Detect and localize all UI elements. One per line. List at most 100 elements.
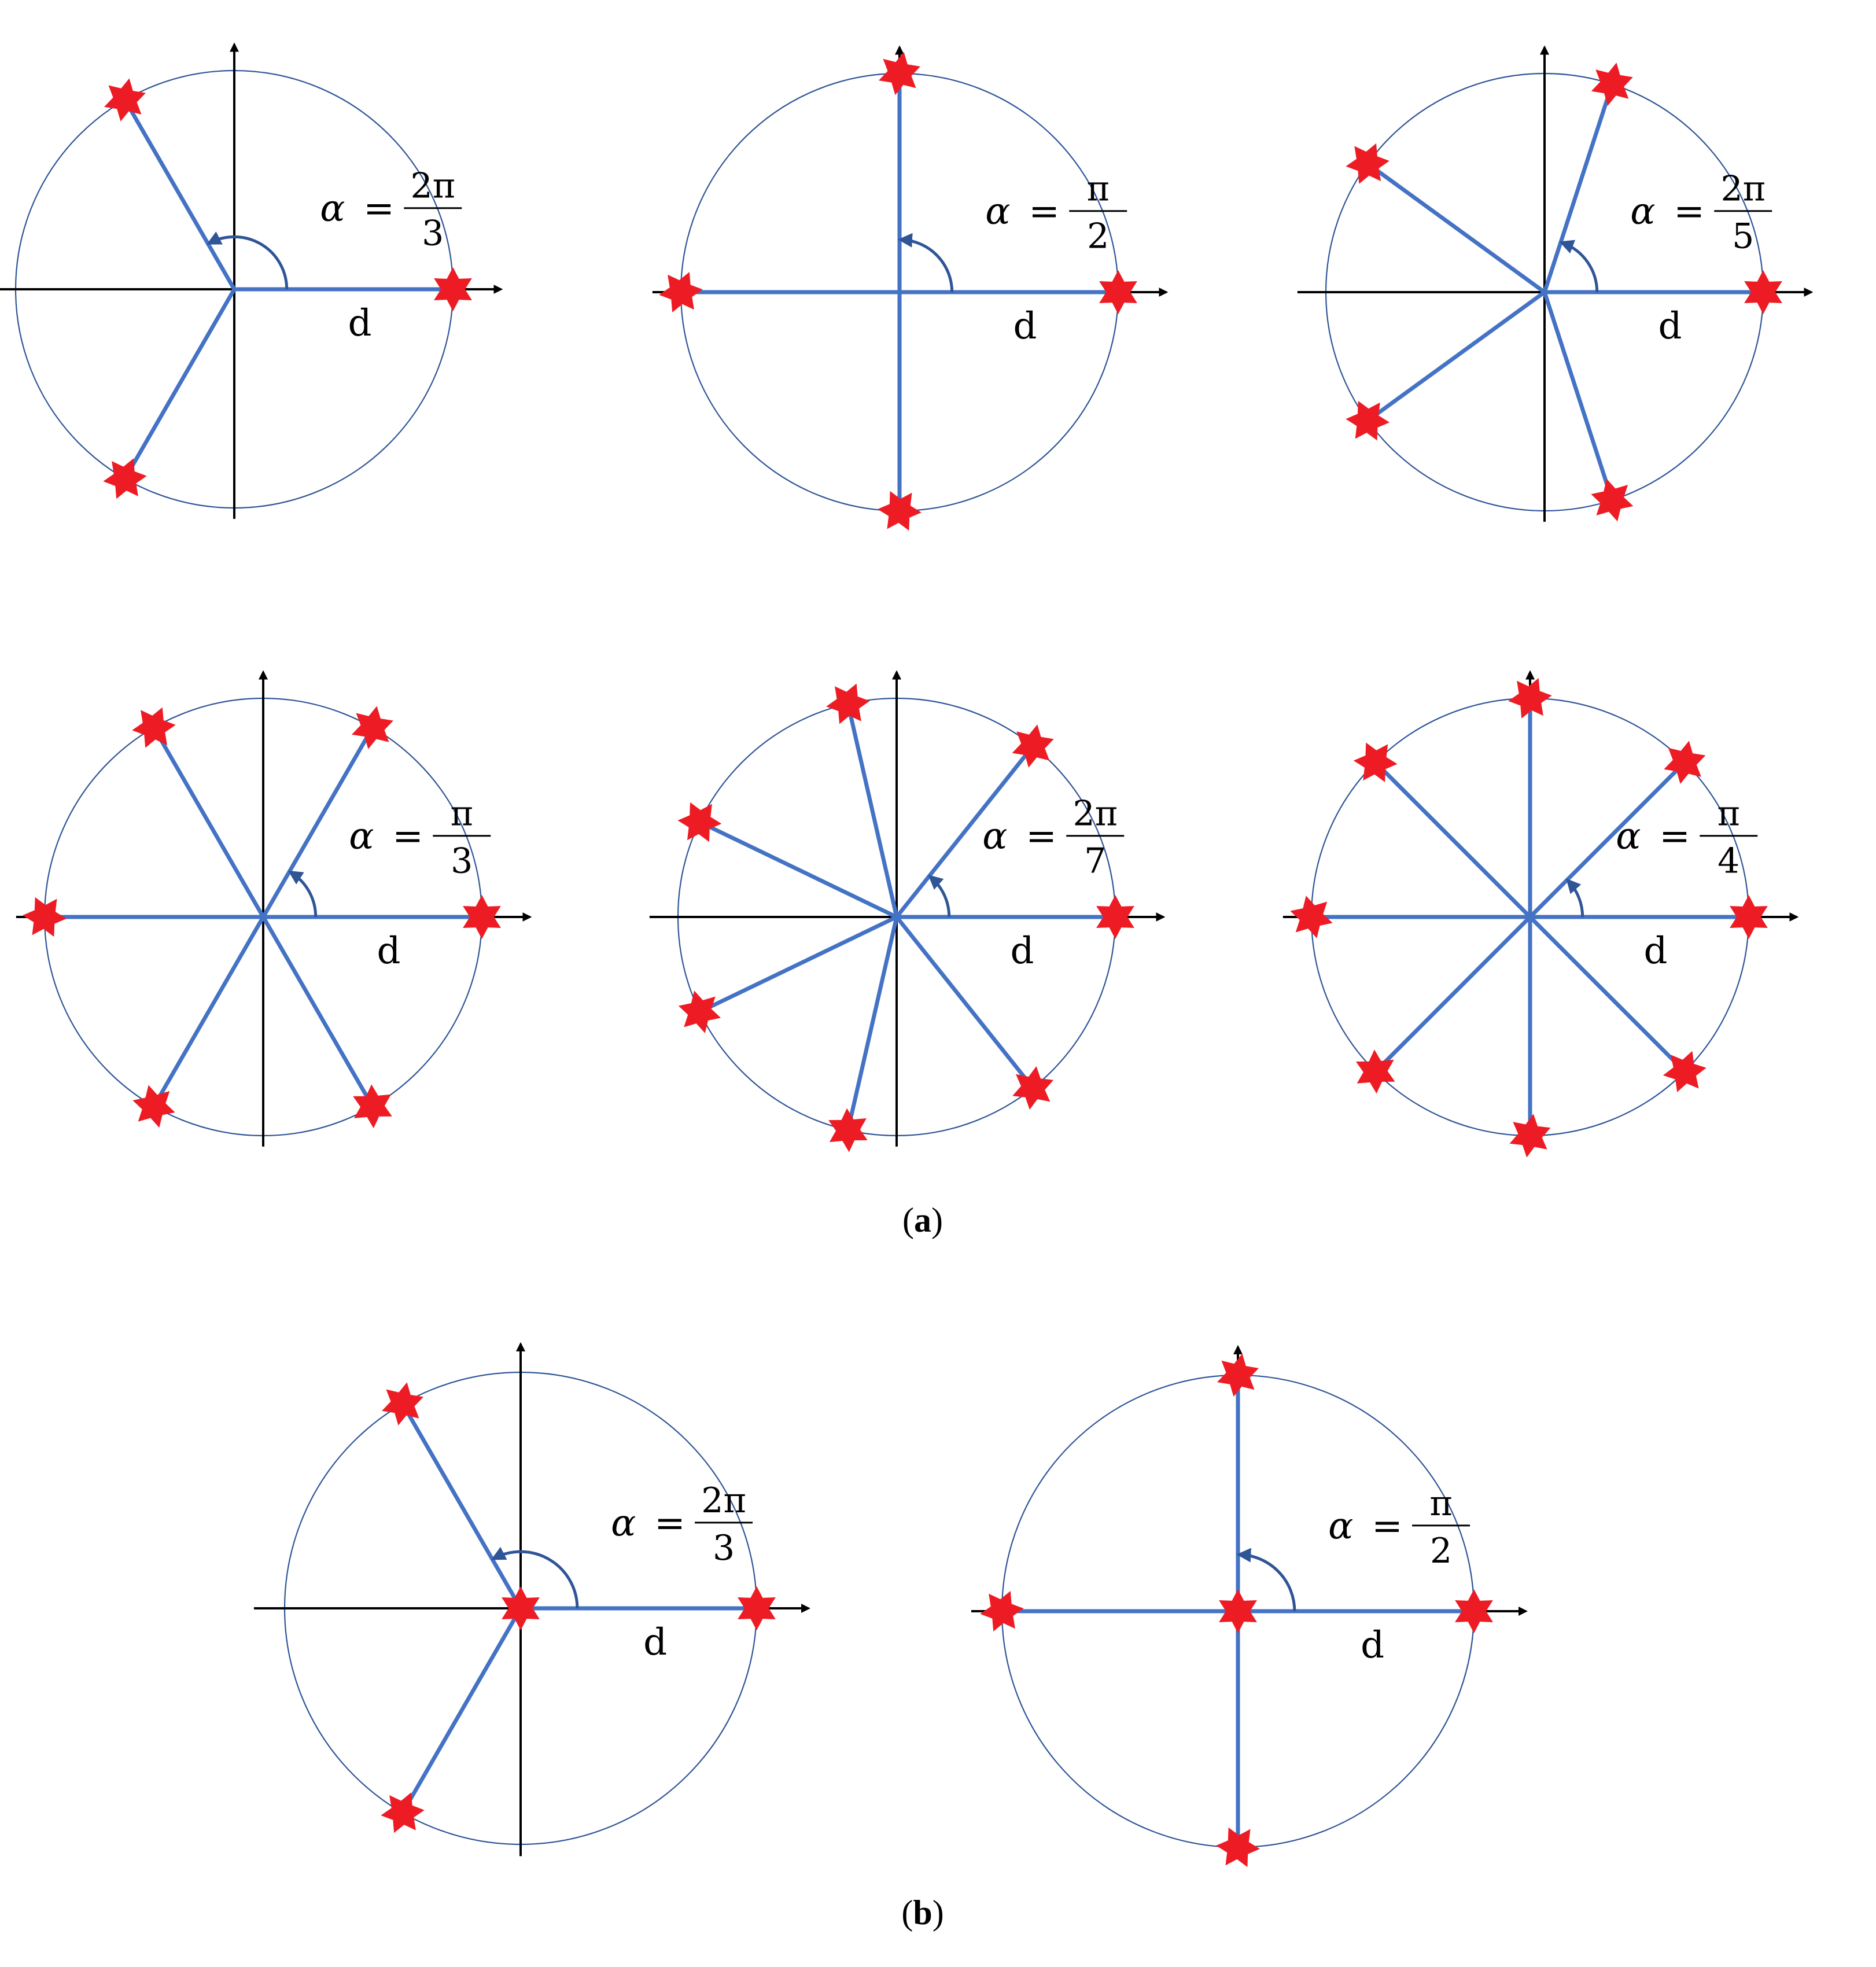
angle-arc: [1566, 878, 1584, 918]
angle-arc: [206, 231, 289, 290]
equals-sign: =: [363, 187, 395, 230]
star-marker: [382, 1382, 423, 1425]
spoke: [1365, 290, 1547, 423]
star-marker: [1290, 896, 1333, 938]
spoke: [1528, 760, 1687, 919]
spoke: [1373, 760, 1532, 919]
star-marker: [659, 272, 703, 312]
angle-denominator: 4: [1717, 841, 1739, 882]
star-marker: [1455, 1589, 1493, 1633]
spoke: [697, 820, 899, 919]
angle-denominator: 3: [422, 213, 444, 254]
spoke: [1542, 290, 1615, 502]
star-marker: [1353, 742, 1398, 782]
distance-label: d: [1011, 930, 1034, 973]
star-marker: [1508, 678, 1552, 719]
spoke: [1542, 82, 1615, 294]
angle-numerator: 2π: [410, 166, 455, 207]
panel-a3: α = 2π 5 d: [1297, 45, 1814, 522]
star-marker: [1099, 270, 1137, 314]
spoke: [697, 915, 899, 1014]
spoke: [261, 915, 375, 1108]
center-star-marker: [1219, 1589, 1257, 1633]
star-marker: [878, 491, 922, 531]
angle-numerator: π: [451, 794, 473, 834]
star-marker: [738, 1586, 776, 1630]
caption-b: (b): [901, 1894, 944, 1932]
spoke: [846, 701, 899, 919]
angle-arc: [1236, 1548, 1296, 1612]
angle-numerator: 2π: [1072, 794, 1118, 834]
star-marker: [1355, 1049, 1395, 1094]
star-marker: [1664, 741, 1706, 784]
spoke: [123, 287, 237, 481]
star-marker: [1096, 895, 1134, 939]
equals-sign: =: [1026, 815, 1057, 858]
star-marker: [353, 1084, 392, 1129]
panel-b2: α = π 2 d: [971, 1345, 1528, 1867]
angle-arc: [1559, 240, 1599, 293]
angle-denominator: 7: [1084, 841, 1106, 882]
center-star-marker: [502, 1586, 540, 1630]
distance-label: d: [1361, 1624, 1384, 1667]
star-marker: [677, 802, 722, 842]
angle-numerator: π: [1717, 794, 1740, 834]
angle-denominator: 3: [713, 1528, 735, 1568]
angle-symbol: α: [611, 1502, 636, 1545]
angle-numerator: π: [1429, 1483, 1452, 1524]
angle-symbol: α: [320, 187, 345, 230]
star-marker: [1217, 1353, 1259, 1397]
star-marker: [23, 897, 67, 937]
equals-sign: =: [1029, 190, 1060, 233]
star-marker: [132, 707, 176, 748]
star-marker: [980, 1591, 1024, 1631]
star-marker: [1730, 895, 1768, 939]
spoke: [152, 725, 266, 919]
star-marker: [434, 267, 472, 311]
spoke: [261, 725, 375, 919]
spoke: [400, 1402, 523, 1611]
angle-arc: [288, 870, 318, 918]
angle-numerator: 2π: [1720, 169, 1766, 209]
angle-symbol: α: [1616, 815, 1641, 858]
angle-denominator: 5: [1732, 216, 1754, 257]
distance-label: d: [1658, 305, 1682, 348]
equals-sign: =: [1659, 815, 1690, 858]
angle-symbol: α: [349, 815, 374, 858]
star-marker: [828, 1108, 868, 1152]
star-marker: [826, 683, 870, 724]
angle-denominator: 3: [451, 841, 473, 882]
angle-symbol: α: [985, 190, 1010, 233]
distance-label: d: [377, 930, 401, 973]
star-marker: [1744, 270, 1782, 314]
panel-a4: α = π 3 d: [16, 670, 532, 1147]
angle-numerator: π: [1087, 169, 1110, 209]
spoke: [1365, 161, 1547, 294]
angle-numerator: 2π: [701, 1480, 746, 1521]
star-marker: [381, 1792, 425, 1833]
angle-arc: [898, 233, 954, 293]
star-marker: [132, 1085, 175, 1128]
star-marker: [1012, 1066, 1054, 1110]
equals-sign: =: [1372, 1505, 1403, 1548]
spoke: [1528, 915, 1687, 1074]
equals-sign: =: [1674, 190, 1705, 233]
panels-group: α=2π3dα=π2dα=2π5dα=π3dα=2π7dα=π4dα=2π3dα…: [0, 42, 1814, 1867]
angle-arc: [491, 1546, 579, 1609]
distance-label: d: [1013, 305, 1037, 348]
equals-sign: =: [654, 1502, 685, 1545]
star-marker: [1663, 1051, 1707, 1092]
angle-symbol: α: [1630, 190, 1655, 233]
spoke: [846, 915, 899, 1133]
star-marker: [463, 895, 501, 939]
angle-symbol: α: [1328, 1505, 1353, 1548]
panel-a2: α=π2d: [652, 45, 1169, 531]
angle-denominator: 2: [1430, 1531, 1452, 1571]
spoke: [400, 1606, 523, 1815]
equals-sign: =: [392, 815, 423, 858]
star-marker: [1346, 400, 1390, 441]
star-marker: [104, 78, 146, 121]
